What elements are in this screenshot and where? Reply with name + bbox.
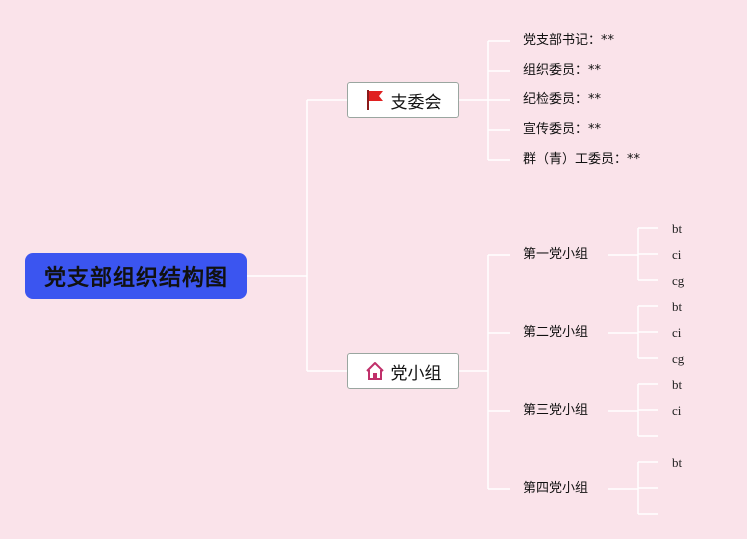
leaf-g2-3[interactable]: cg xyxy=(672,351,685,366)
leaf-g3-1[interactable]: bt xyxy=(672,377,683,392)
member-publicity[interactable]: 宣传委员：** xyxy=(523,122,602,137)
groups-label: 党小组 xyxy=(390,363,442,384)
house-icon xyxy=(365,361,385,381)
member-secretary[interactable]: 党支部书记：** xyxy=(523,33,615,48)
committee-node[interactable]: 支委会 xyxy=(347,82,459,118)
group-1[interactable]: 第一党小组 xyxy=(523,247,589,262)
committee-label: 支委会 xyxy=(390,92,442,113)
leaf-g2-2[interactable]: ci xyxy=(672,325,682,340)
group-2[interactable]: 第二党小组 xyxy=(523,325,589,340)
group-3[interactable]: 第三党小组 xyxy=(523,403,589,418)
red-flag-icon xyxy=(365,89,385,111)
root-node[interactable]: 党支部组织结构图 xyxy=(25,253,247,299)
member-organization[interactable]: 组织委员：** xyxy=(523,63,602,78)
leaf-g2-1[interactable]: bt xyxy=(672,299,683,314)
leaf-g4-1[interactable]: bt xyxy=(672,455,683,470)
member-mass-work[interactable]: 群（青）工委员：** xyxy=(523,152,641,167)
member-discipline[interactable]: 纪检委员：** xyxy=(523,92,602,107)
leaf-g1-3[interactable]: cg xyxy=(672,273,685,288)
group-4[interactable]: 第四党小组 xyxy=(523,481,589,496)
leaf-g3-2[interactable]: ci xyxy=(672,403,682,418)
root-title: 党支部组织结构图 xyxy=(43,266,228,291)
groups-node[interactable]: 党小组 xyxy=(347,353,459,389)
leaf-g1-1[interactable]: bt xyxy=(672,221,683,236)
leaf-g1-2[interactable]: ci xyxy=(672,247,682,262)
